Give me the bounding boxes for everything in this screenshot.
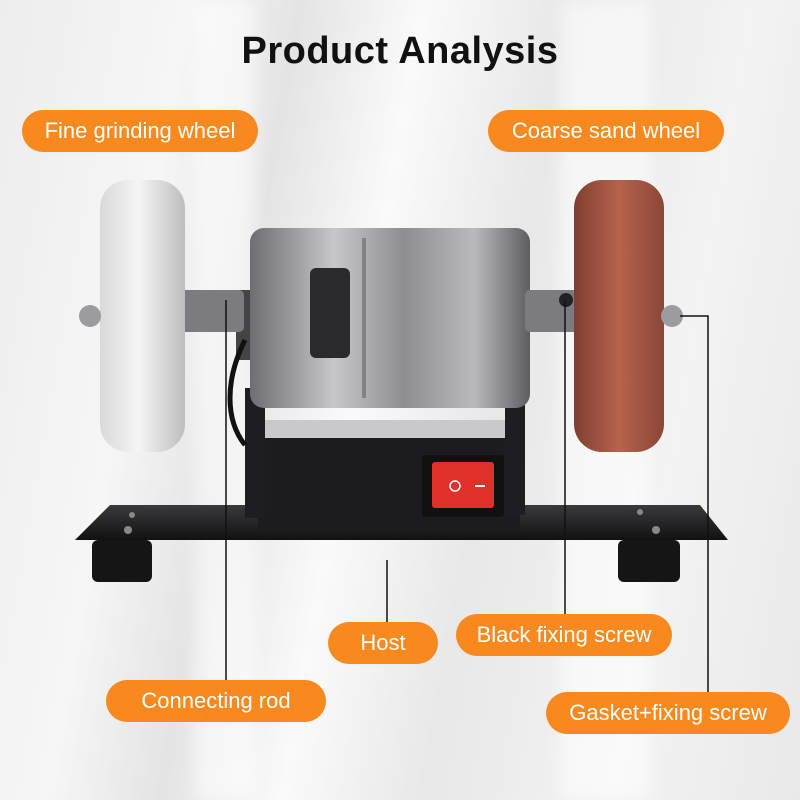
leader-lines: [225, 300, 709, 700]
label-host: Host: [328, 622, 438, 664]
host-box: [258, 420, 520, 530]
left-shaft: [180, 290, 244, 332]
label-black-fixing-screw: Black fixing screw: [456, 614, 672, 656]
label-coarse-sand-wheel: Coarse sand wheel: [488, 110, 724, 152]
motor: [236, 228, 530, 408]
coarse-sand-wheel: [559, 180, 683, 452]
label-fine-grinding-wheel: Fine grinding wheel: [22, 110, 258, 152]
label-gasket-fixing-screw: Gasket+fixing screw: [546, 692, 790, 734]
fine-grinding-wheel: [79, 180, 185, 452]
power-switch: [432, 462, 494, 508]
page-title: Product Analysis: [241, 30, 559, 72]
label-connecting-rod: Connecting rod: [106, 680, 326, 722]
